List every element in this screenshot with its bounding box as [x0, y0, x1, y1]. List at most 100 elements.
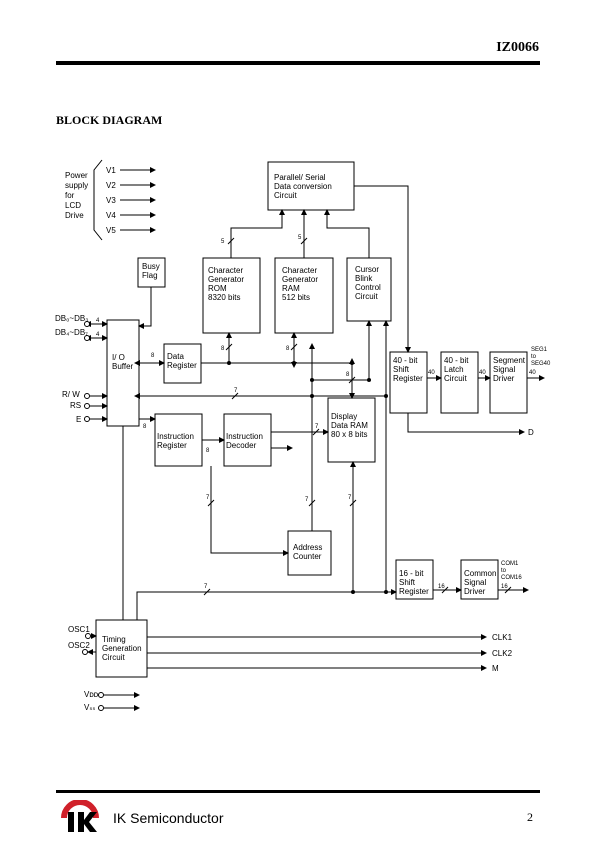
tick-rom-out	[227, 237, 235, 245]
common-driver-block	[460, 559, 499, 600]
v5-label: V5	[106, 226, 116, 235]
bw-db-low: 4	[96, 318, 100, 324]
v4-label: V4	[106, 211, 116, 220]
tick-dec-low	[207, 499, 215, 507]
v3-label: V3	[106, 196, 116, 205]
ik-logo-icon	[61, 800, 99, 832]
bw-ac-long: 7	[204, 584, 208, 590]
vdd-label: Vᴅᴅ	[84, 690, 99, 699]
busy-flag-line	[138, 287, 152, 329]
shift16-block	[395, 559, 434, 600]
junction-dot	[367, 378, 371, 382]
shift16-label: 16 - bit Shift Register	[399, 569, 429, 596]
shift40-label: 40 - bit Shift Register	[393, 356, 423, 383]
pin-vss	[98, 705, 104, 711]
section-title: BLOCK DIAGRAM	[56, 113, 163, 127]
footer-rule	[56, 790, 540, 793]
latch40-block	[440, 351, 479, 414]
rom-to-ps-line	[230, 209, 285, 258]
com-output-label: COM1 to COM16	[501, 561, 522, 581]
pin-e	[84, 416, 90, 422]
header-rule	[56, 61, 540, 65]
pin-db-low	[84, 321, 90, 327]
tick-com-in	[441, 586, 449, 594]
tick-ac-dd	[349, 499, 357, 507]
bw-ir-out: 8	[206, 448, 210, 454]
rs-label: RS	[70, 401, 81, 410]
bw-ram-in: 8	[286, 346, 290, 352]
io-buffer-block	[106, 319, 140, 427]
segment-driver-block	[489, 351, 528, 414]
junction-dot	[350, 361, 354, 365]
long-bus-line	[136, 589, 397, 620]
common-driver-label: Common Signal Driver	[464, 569, 499, 596]
d-output-label: D	[528, 428, 534, 437]
bw-com-out: 16	[501, 584, 508, 590]
tick-long-bus	[203, 588, 211, 596]
parallel-serial-label: Parallel/ Serial Data conversion Circuit	[274, 173, 334, 200]
bw-ddram-in: 8	[346, 372, 350, 378]
pin-osc1	[85, 633, 91, 639]
ps-to-shift-line	[354, 185, 411, 353]
bw-ac-dd: 7	[348, 495, 352, 501]
page-number: 2	[527, 810, 533, 824]
data-register-label: Data Register	[167, 352, 197, 370]
osc1-label: OSC1	[68, 625, 90, 634]
junction-dot	[227, 361, 231, 365]
db-high-label: DB₄~DB₇	[55, 328, 88, 337]
d-output-line	[407, 413, 525, 435]
bw-driver-in: 40	[479, 370, 486, 376]
pin-db-high	[84, 335, 90, 341]
seg-output-label: SEG1 to SEG40	[531, 347, 551, 367]
junction-dot	[384, 394, 388, 398]
bw-address-bus: 7	[234, 388, 238, 394]
timing-block	[95, 619, 148, 678]
cursor-to-ps-line	[324, 209, 370, 258]
instruction-register-label: Instruction Register	[157, 432, 196, 450]
bw-dec-dd: 7	[315, 424, 319, 430]
ddram-label: Display Data RAM 80 x 8 bits	[331, 412, 370, 439]
tick-ram-out	[300, 237, 308, 245]
pin-vdd	[98, 692, 104, 698]
junction-dot	[310, 394, 314, 398]
bw-seg-out: 40	[529, 370, 536, 376]
bw-rom-in: 8	[221, 346, 225, 352]
junction-dot	[384, 590, 388, 594]
junction-dot	[292, 361, 296, 365]
e-label: E	[76, 415, 81, 424]
tick-dec-dd	[312, 428, 320, 436]
bw-dec-low: 7	[206, 495, 210, 501]
bw-io-instr: 8	[143, 424, 147, 430]
address-counter-label: Address Counter	[293, 543, 325, 561]
pin-rw	[84, 393, 90, 399]
tick-ac-up	[308, 499, 316, 507]
v1-label: V1	[106, 166, 116, 175]
tick-ddram-in	[348, 376, 356, 384]
pin-osc2	[82, 649, 88, 655]
db-low-label: DB₀~DB₃	[55, 314, 88, 323]
document-id: IZ0066	[496, 40, 539, 55]
tick-ram-in	[290, 343, 298, 351]
bw-com-in: 16	[438, 584, 445, 590]
instruction-decoder-label: Instruction Decoder	[226, 432, 265, 450]
latch40-label: 40 - bit Latch Circuit	[444, 356, 471, 383]
v2-label: V2	[106, 181, 116, 190]
bw-dec-ac: 7	[305, 497, 309, 503]
timing-label: Timing Generation Circuit	[102, 635, 144, 662]
m-label: M	[492, 664, 499, 673]
tick-address-bus	[231, 392, 239, 400]
cg-rom-label: Character Generator ROM 8320 bits	[208, 266, 246, 302]
osc2-label: OSC2	[68, 641, 90, 650]
junction-dot	[351, 590, 355, 594]
bw-ram-out: 5	[298, 235, 302, 241]
clk2-label: CLK2	[492, 649, 513, 658]
bw-latch-in: 40	[428, 370, 435, 376]
io-buffer-label: I/ O Buffer	[112, 353, 134, 371]
bw-db-high: 4	[96, 332, 100, 338]
junction-dot	[310, 378, 314, 382]
clk1-label: CLK1	[492, 633, 513, 642]
vss-label: Vₛₛ	[84, 703, 95, 712]
busy-flag-label: Busy Flag	[142, 262, 162, 280]
